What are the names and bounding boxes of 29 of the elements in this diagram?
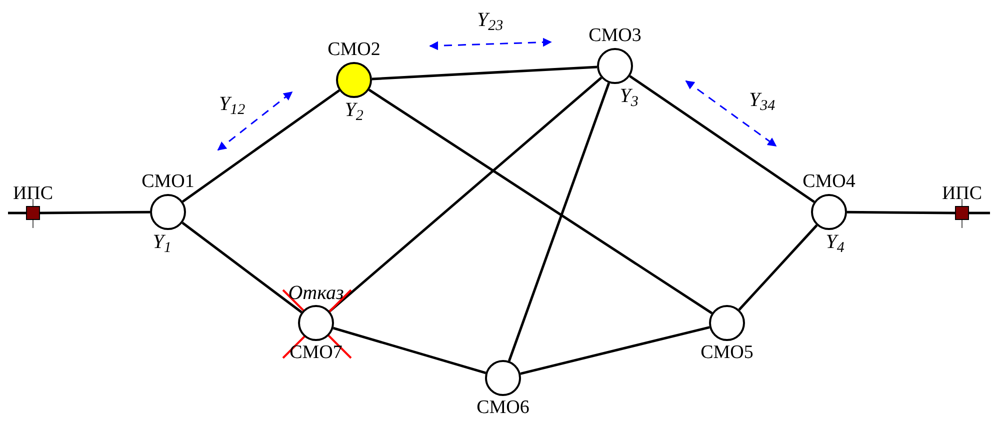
node-annotation: Y$_{3}$ — [620, 84, 638, 108]
flow-label: Y$_{12}$ — [218, 92, 246, 116]
node-label: СМО2 — [328, 38, 380, 62]
connection-line — [372, 66, 598, 80]
connection-line — [182, 89, 340, 203]
node-label: ИПС — [12, 182, 54, 206]
node-annotation: Отказ — [288, 281, 344, 305]
connection-line — [847, 210, 955, 214]
connection-line — [738, 224, 818, 311]
node-label: СМО7 — [290, 341, 342, 365]
node-label: СМО6 — [476, 396, 530, 420]
connection-line — [508, 82, 610, 362]
node-label: СМО4 — [802, 170, 856, 194]
connection-line — [520, 326, 710, 375]
connection-line — [629, 75, 815, 203]
node-label: ИПС — [942, 182, 982, 206]
connection-line — [368, 88, 713, 314]
node-label: СМО3 — [588, 24, 642, 48]
node-annotation: Y$_{4}$ — [826, 230, 844, 254]
connection-line — [40, 210, 150, 214]
node-label: СМО1 — [142, 170, 194, 194]
connection-line — [332, 326, 486, 374]
node-annotation: Y$_{2}$ — [344, 98, 364, 122]
node-label: СМО5 — [700, 341, 754, 365]
connection-line — [182, 222, 302, 314]
node-annotation: Y$_{1}$ — [152, 230, 172, 254]
flow-label: Y$_{34}$ — [748, 88, 776, 112]
flow-label: Y$_{23}$ — [476, 8, 504, 32]
connection-line — [328, 76, 602, 312]
